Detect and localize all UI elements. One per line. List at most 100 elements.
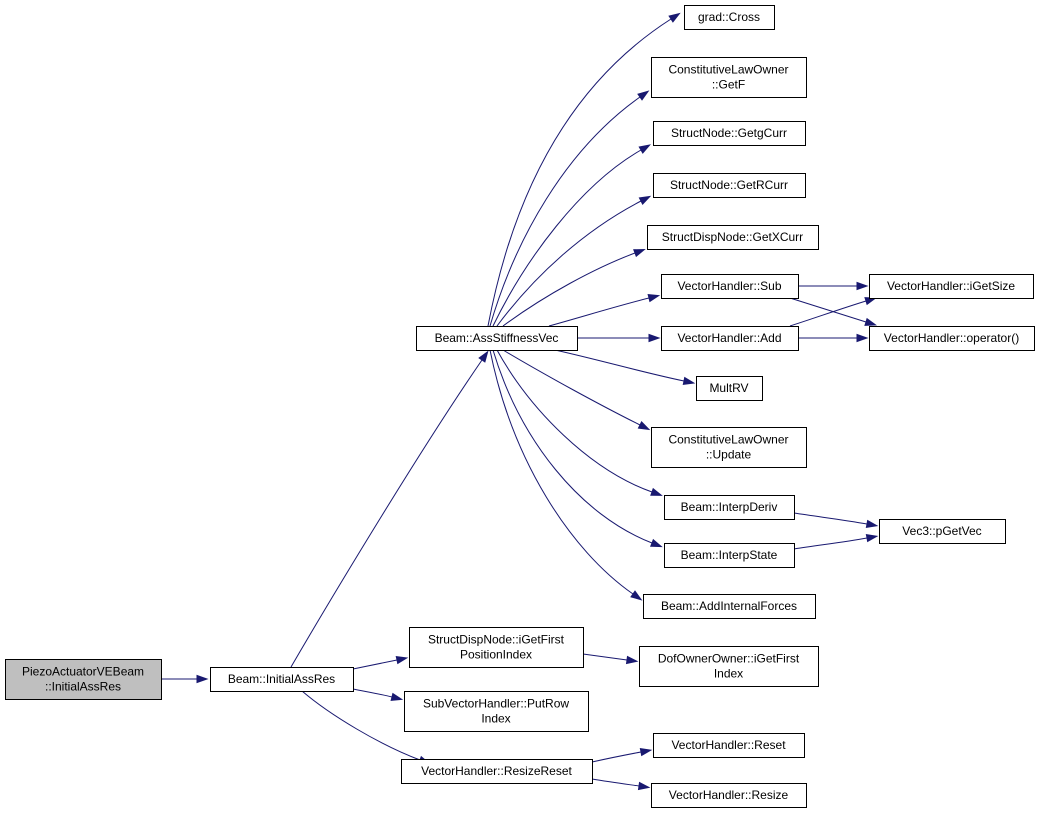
arrow-head-icon: [638, 144, 651, 154]
node-label: SubVectorHandler::PutRow: [423, 697, 569, 711]
arrow-head-icon: [647, 294, 661, 303]
arrow-head-icon: [637, 421, 651, 431]
node-label: VectorHandler::iGetSize: [887, 279, 1015, 293]
arrow-head-icon: [650, 538, 663, 548]
edge-line: [496, 349, 653, 493]
node-constlaw-update[interactable]: ConstitutiveLawOwner::Update: [651, 427, 807, 468]
arrow-head-icon: [668, 12, 681, 23]
arrow-head-icon: [650, 487, 663, 496]
edge-line: [793, 512, 868, 525]
arrow-head-icon: [865, 533, 879, 543]
node-box: [651, 427, 807, 468]
edge-assstiffnessvec-to-structdisp-getxcurr: [502, 248, 646, 327]
node-label: StructDispNode::GetXCurr: [662, 230, 803, 244]
edge-vector-resizereset-to-vector-resize: [591, 778, 651, 791]
node-box: [661, 274, 799, 299]
edge-line: [591, 778, 640, 787]
node-box: [401, 759, 593, 784]
node-label: ConstitutiveLawOwner: [668, 433, 788, 447]
edge-assstiffnessvec-to-structnode-getrcurr: [496, 195, 652, 327]
node-box: [869, 326, 1035, 351]
node-box: [653, 121, 806, 146]
node-initialassres[interactable]: Beam::InitialAssRes: [210, 667, 354, 692]
edge-line: [492, 149, 642, 327]
edge-line: [290, 359, 483, 668]
nodes-layer: PiezoActuatorVEBeam::InitialAssRes Beam::…: [5, 5, 1035, 808]
arrow-head-icon: [637, 781, 651, 791]
arrow-head-icon: [864, 317, 878, 326]
node-structnode-getgcurr[interactable]: StructNode::GetgCurr: [653, 121, 806, 146]
node-label: DofOwnerOwner::iGetFirst: [658, 652, 800, 666]
node-box: [879, 519, 1006, 544]
node-label: ::GetF: [712, 78, 745, 92]
node-vector-resizereset[interactable]: VectorHandler::ResizeReset: [401, 759, 593, 784]
node-box: [664, 495, 795, 520]
arrow-head-icon: [478, 350, 489, 363]
node-box: [869, 274, 1034, 299]
edge-initialassres-to-subvector-putrow: [352, 688, 404, 701]
arrow-head-icon: [856, 281, 869, 291]
node-label: ::InitialAssRes: [45, 680, 121, 694]
node-vector-reset[interactable]: VectorHandler::Reset: [653, 733, 805, 758]
node-box: [661, 326, 799, 351]
arrow-head-icon: [630, 590, 643, 601]
edges-layer: [161, 12, 879, 791]
node-structnode-getrcurr[interactable]: StructNode::GetRCurr: [653, 173, 806, 198]
edge-assstiffnessvec-to-structnode-getgcurr: [492, 144, 651, 327]
edge-assstiffnessvec-to-grad-cross: [487, 12, 681, 327]
node-piezo[interactable]: PiezoActuatorVEBeam::InitialAssRes: [5, 659, 162, 700]
edge-line: [591, 751, 642, 763]
node-beam-addinternalforces[interactable]: Beam::AddInternalForces: [643, 594, 816, 619]
node-vector-operator[interactable]: VectorHandler::operator(): [869, 326, 1035, 351]
node-assstiffnessvec[interactable]: Beam::AssStiffnessVec: [416, 326, 578, 351]
edge-line: [352, 688, 393, 698]
arrow-head-icon: [625, 655, 639, 665]
arrow-head-icon: [639, 747, 653, 757]
node-structdisp-getxcurr[interactable]: StructDispNode::GetXCurr: [647, 225, 819, 250]
arrow-head-icon: [196, 674, 209, 684]
edge-line: [489, 349, 634, 595]
node-box: [5, 659, 162, 700]
edge-beam-interpderiv-to-vec3-pgetvec: [793, 512, 879, 529]
arrow-head-icon: [633, 248, 646, 258]
edge-vector-sub-to-vector-igetsize: [798, 281, 869, 291]
edge-assstiffnessvec-to-multrv: [554, 349, 696, 386]
node-vector-igetsize[interactable]: VectorHandler::iGetSize: [869, 274, 1034, 299]
arrow-head-icon: [682, 376, 696, 386]
node-constlaw-getf[interactable]: ConstitutiveLawOwner::GetF: [651, 57, 807, 98]
edge-line: [496, 200, 642, 327]
node-label: Beam::InterpDeriv: [681, 500, 778, 514]
node-label: ::Update: [706, 448, 752, 462]
node-label: grad::Cross: [698, 10, 760, 24]
node-label: PiezoActuatorVEBeam: [22, 665, 144, 679]
node-vector-resize[interactable]: VectorHandler::Resize: [651, 783, 807, 808]
node-vector-sub[interactable]: VectorHandler::Sub: [661, 274, 799, 299]
arrow-head-icon: [856, 333, 869, 343]
node-multrv[interactable]: MultRV: [696, 376, 763, 401]
node-vector-add[interactable]: VectorHandler::Add: [661, 326, 799, 351]
edge-line: [554, 349, 685, 382]
edge-assstiffnessvec-to-constlaw-update: [502, 349, 651, 431]
edge-assstiffnessvec-to-constlaw-getf: [489, 90, 650, 327]
node-box: [643, 594, 816, 619]
edge-line: [492, 349, 653, 544]
node-box: [416, 326, 578, 351]
node-box: [639, 646, 819, 687]
node-box: [653, 733, 805, 758]
edge-assstiffnessvec-to-beam-interpstate: [492, 349, 663, 548]
node-beam-interpderiv[interactable]: Beam::InterpDeriv: [664, 495, 795, 520]
node-label: Beam::AssStiffnessVec: [435, 331, 559, 345]
arrow-head-icon: [648, 333, 661, 343]
node-vec3-pgetvec[interactable]: Vec3::pGetVec: [879, 519, 1006, 544]
node-grad-cross[interactable]: grad::Cross: [684, 5, 775, 30]
node-beam-interpstate[interactable]: Beam::InterpState: [664, 543, 795, 568]
edge-line: [789, 297, 867, 323]
node-label: VectorHandler::Sub: [677, 279, 781, 293]
node-box: [409, 627, 584, 668]
node-box: [210, 667, 354, 692]
node-label: StructNode::GetgCurr: [671, 126, 787, 140]
